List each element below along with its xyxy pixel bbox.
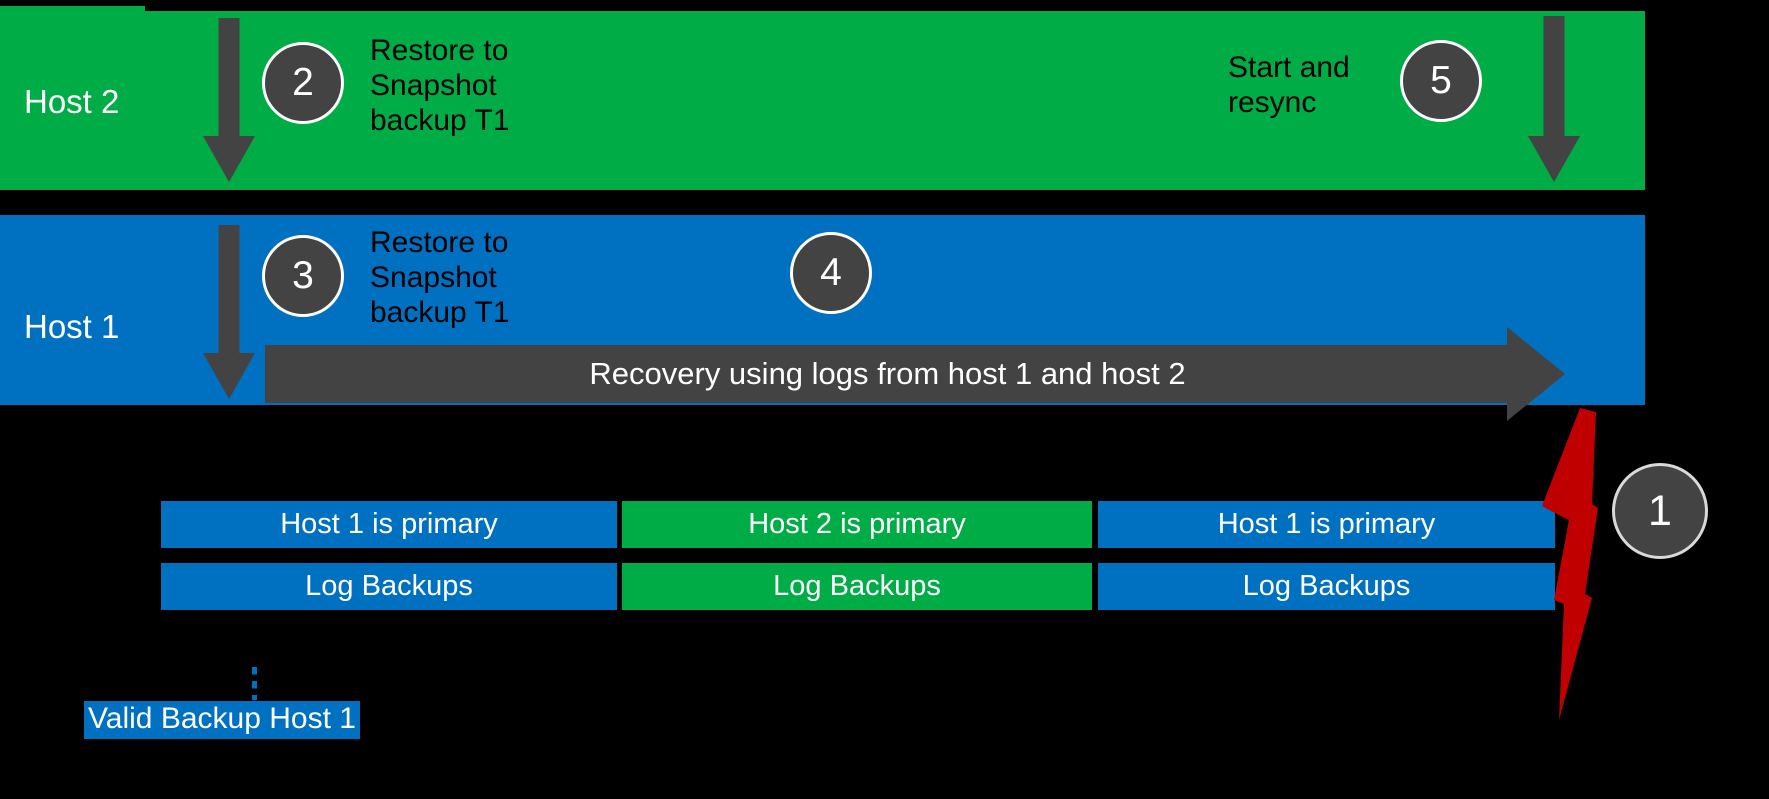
timeline-segment-log-backups-1[interactable]: Log Backups	[161, 563, 617, 610]
recovery-arrow-head-icon	[1507, 327, 1565, 421]
step-3-label: Restore to Snapshot backup T1	[370, 226, 510, 330]
arrow-shaft	[1543, 16, 1565, 144]
timeline-segment-host1-primary-1[interactable]: Host 1 is primary	[161, 501, 617, 548]
host2-restore-down-arrow-icon	[203, 18, 255, 182]
timeline-segment-log-backups-3[interactable]: Log Backups	[1098, 563, 1555, 610]
host1-band-label: Host 1	[24, 308, 120, 345]
step-circle-4[interactable]: 4	[790, 232, 872, 314]
timeline-segment-log-backups-2[interactable]: Log Backups	[622, 563, 1092, 610]
host2-resync-down-arrow-icon	[1528, 16, 1580, 182]
host2-top-divider	[145, 6, 1645, 11]
arrow-shaft	[218, 225, 240, 361]
arrow-head	[203, 136, 255, 182]
host2-band-label: Host 2	[24, 83, 120, 120]
arrow-head	[203, 353, 255, 399]
step-circle-1[interactable]: 1	[1612, 463, 1708, 559]
arrow-shaft	[218, 18, 240, 144]
arrow-head	[1528, 136, 1580, 182]
recovery-arrow-label: Recovery using logs from host 1 and host…	[589, 356, 1186, 391]
step-5-label: Start and resync	[1228, 51, 1350, 120]
timeline-segment-host2-primary[interactable]: Host 2 is primary	[622, 501, 1092, 548]
step-2-label: Restore to Snapshot backup T1	[370, 34, 510, 138]
step-circle-5[interactable]: 5	[1400, 40, 1482, 122]
valid-backup-label: Valid Backup Host 1	[84, 701, 360, 739]
recovery-arrow: Recovery using logs from host 1 and host…	[265, 327, 1565, 421]
host1-restore-down-arrow-icon	[203, 225, 255, 400]
valid-backup-marker-line	[252, 667, 257, 700]
step-circle-3[interactable]: 3	[262, 235, 344, 317]
step-circle-2[interactable]: 2	[262, 42, 344, 124]
lightning-bolt-icon	[1528, 408, 1598, 720]
timeline-segment-host1-primary-2[interactable]: Host 1 is primary	[1098, 501, 1555, 548]
recovery-arrow-body	[265, 345, 1510, 403]
